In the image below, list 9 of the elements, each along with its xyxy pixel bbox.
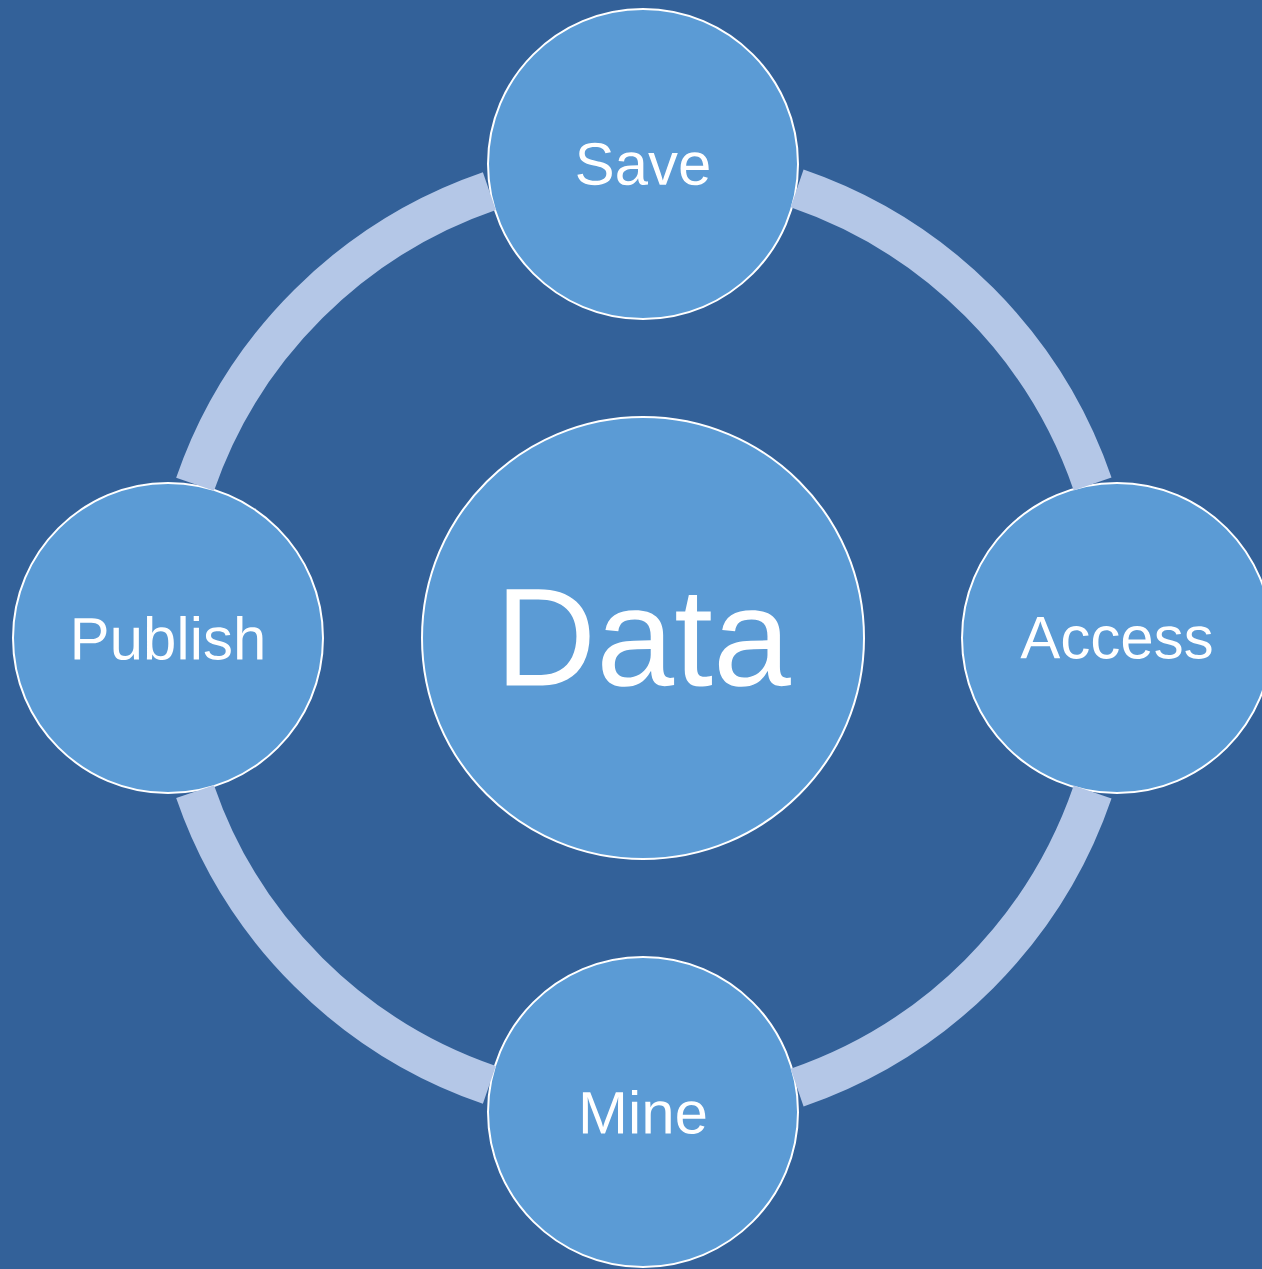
circle-node: Data — [421, 416, 865, 860]
circle-node: Save — [487, 8, 799, 320]
circle-node: Publish — [12, 482, 324, 794]
ring-segment — [789, 784, 1112, 1107]
ring-segment — [789, 169, 1112, 492]
circle-node: Mine — [487, 956, 799, 1268]
circle-node: Access — [961, 482, 1262, 794]
ring-segment — [176, 784, 497, 1104]
ring-segment — [176, 172, 497, 492]
